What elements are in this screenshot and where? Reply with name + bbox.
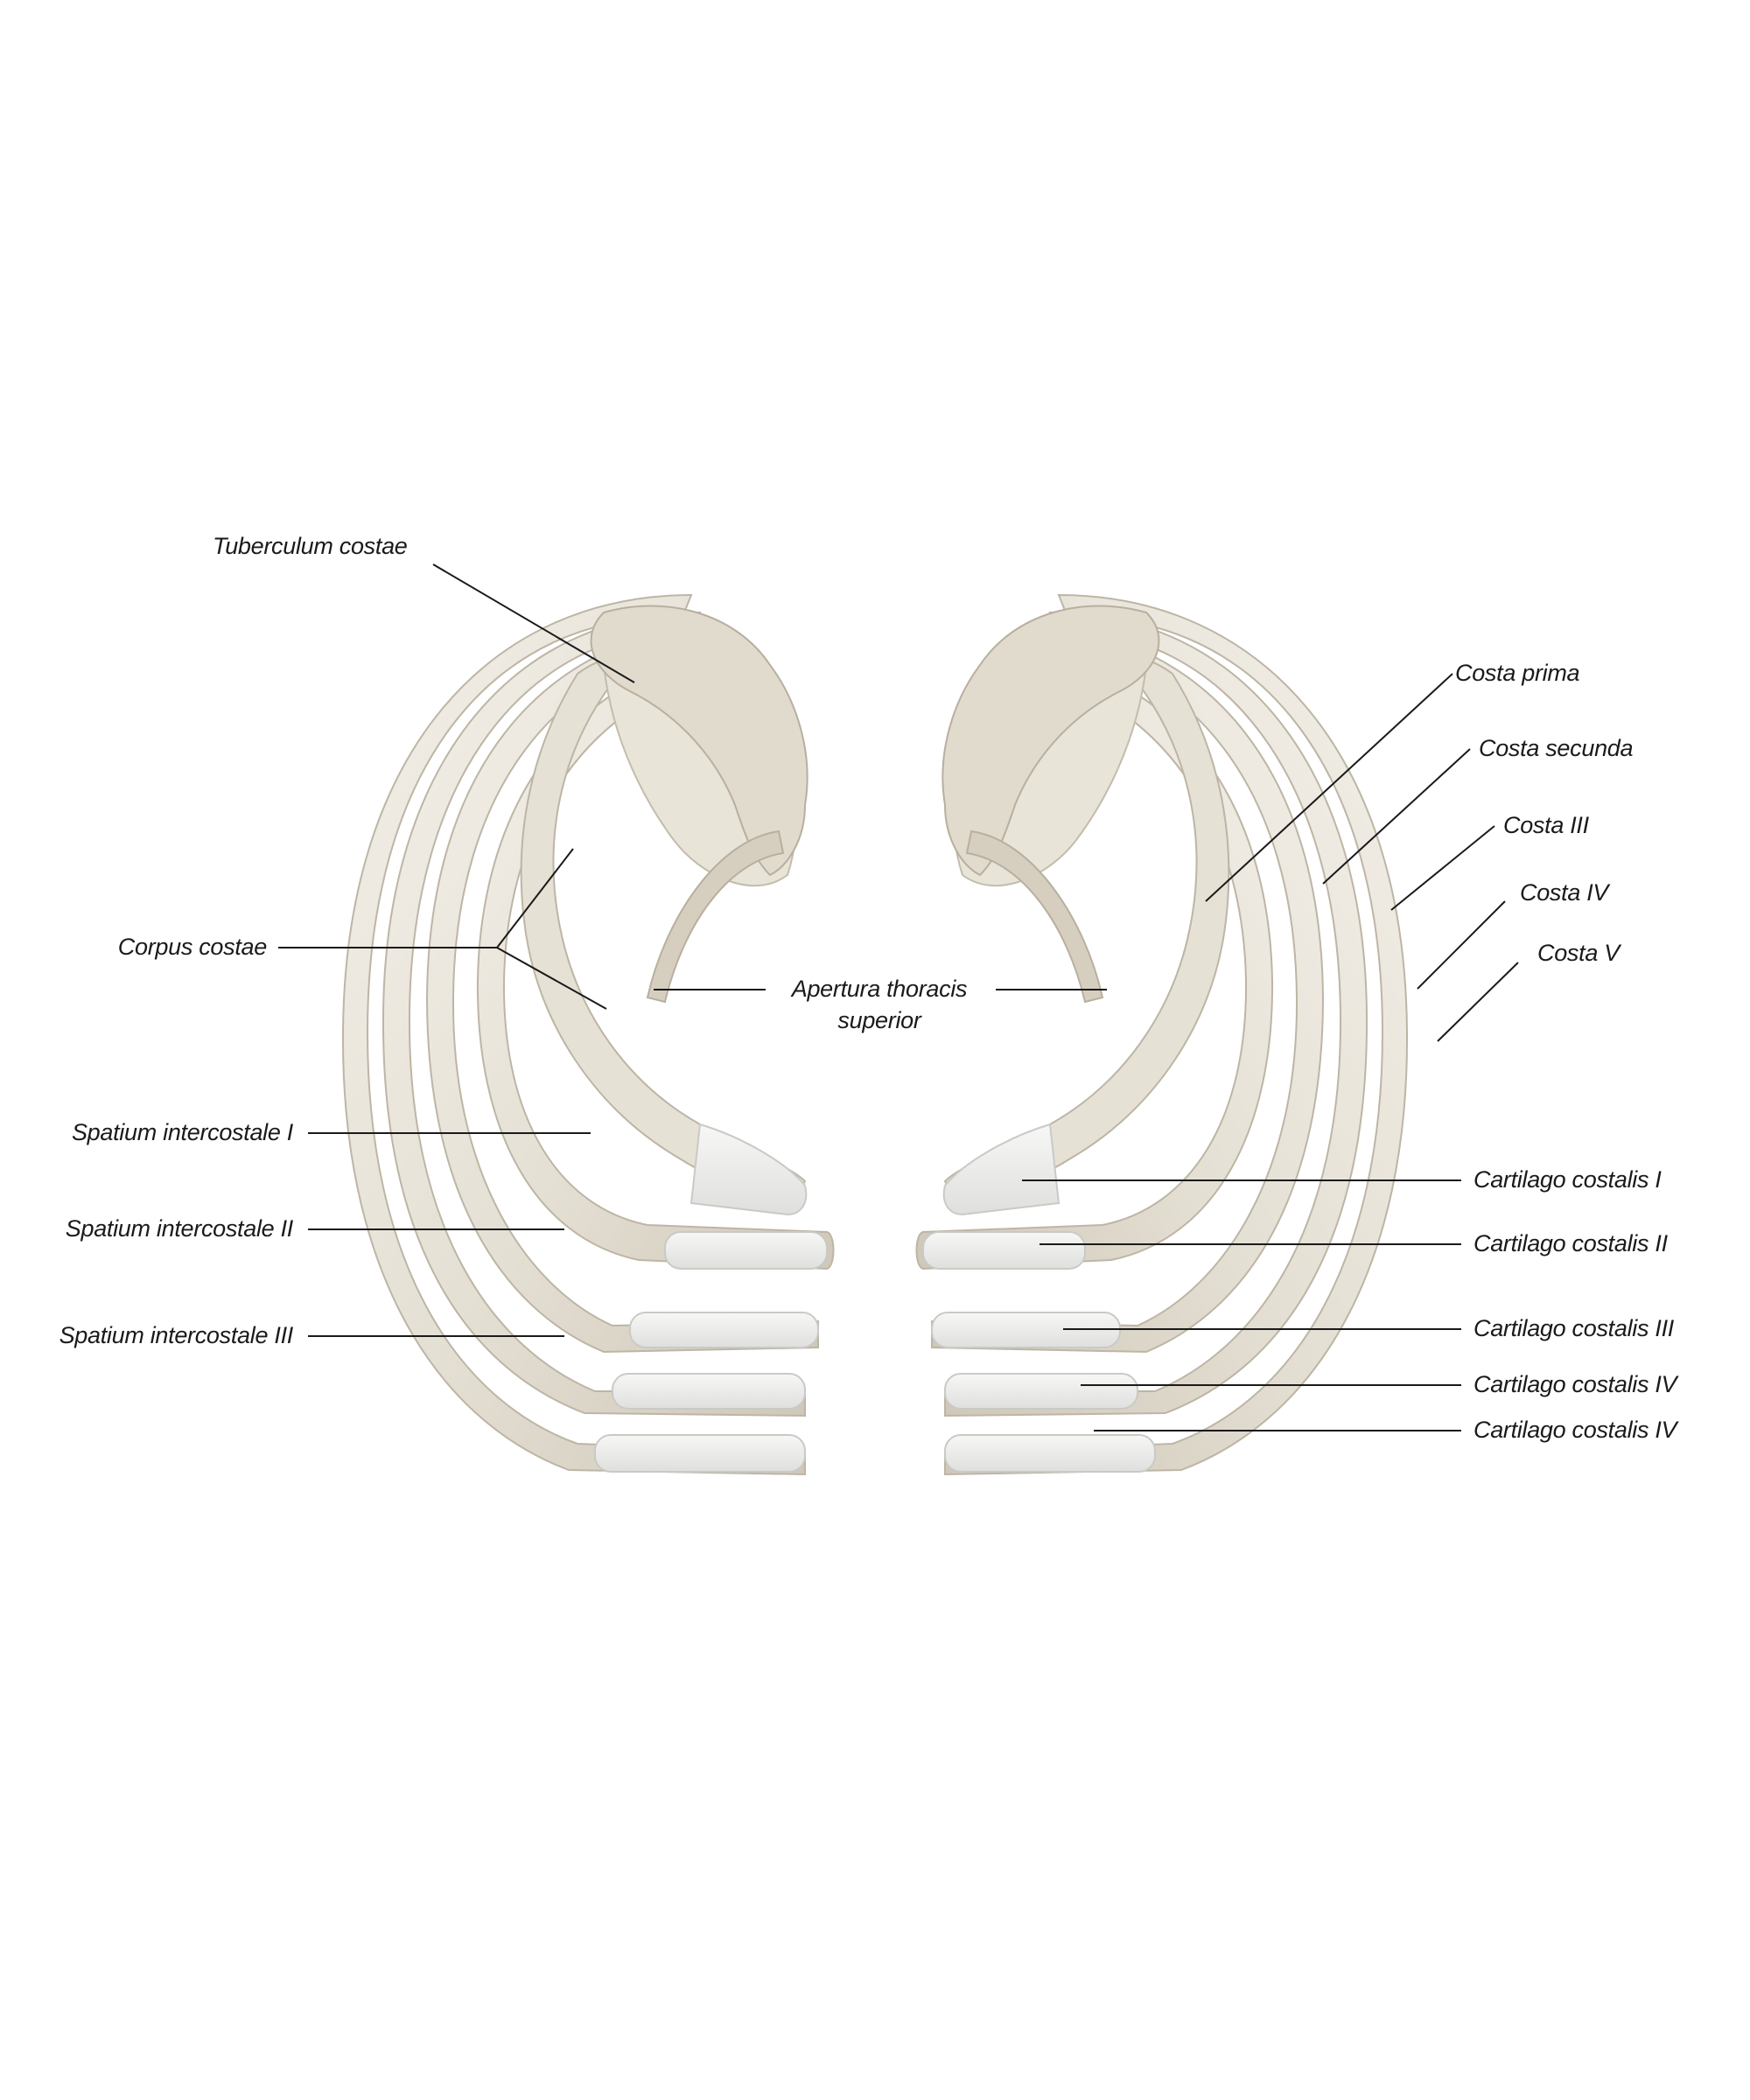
label-spatium-intercostale-2: Spatium intercostale II	[66, 1214, 293, 1242]
right-cartilage-4	[945, 1374, 1138, 1409]
label-cartilago-costalis-1: Cartilago costalis I	[1474, 1166, 1662, 1194]
leader-costa-5	[1438, 962, 1518, 1041]
label-corpus-costae: Corpus costae	[118, 933, 267, 961]
right-rib-half	[917, 595, 1408, 1474]
label-costa-4: Costa IV	[1520, 878, 1608, 906]
label-costa-3: Costa III	[1503, 811, 1589, 839]
left-cartilage-2	[665, 1232, 827, 1269]
left-cartilage-3	[630, 1312, 818, 1348]
left-cartilage-4	[612, 1374, 805, 1409]
label-costa-secunda: Costa secunda	[1479, 734, 1633, 762]
label-apertura-thoracis-line1: Apertura thoracis	[770, 975, 989, 1003]
label-cartilago-costalis-5: Cartilago costalis IV	[1474, 1416, 1676, 1444]
right-cartilage-1	[944, 1124, 1059, 1214]
left-rib-half	[343, 595, 834, 1474]
label-spatium-intercostale-3: Spatium intercostale III	[60, 1321, 293, 1349]
left-cartilage-5	[595, 1435, 805, 1472]
left-cartilage-1	[691, 1124, 806, 1214]
label-costa-prima: Costa prima	[1455, 659, 1579, 687]
label-tuberculum-costae: Tuberculum costae	[213, 532, 408, 560]
label-spatium-intercostale-1: Spatium intercostale I	[72, 1118, 293, 1146]
leader-costa-3	[1391, 826, 1494, 910]
leader-costa-4	[1418, 901, 1505, 989]
label-costa-5: Costa V	[1537, 939, 1620, 967]
label-apertura-thoracis-line2: superior	[770, 1006, 989, 1034]
label-cartilago-costalis-2: Cartilago costalis II	[1474, 1229, 1668, 1257]
right-cartilage-5	[945, 1435, 1155, 1472]
right-cartilage-2	[923, 1232, 1085, 1269]
label-cartilago-costalis-4: Cartilago costalis IV	[1474, 1370, 1676, 1398]
label-cartilago-costalis-3: Cartilago costalis III	[1474, 1314, 1674, 1342]
